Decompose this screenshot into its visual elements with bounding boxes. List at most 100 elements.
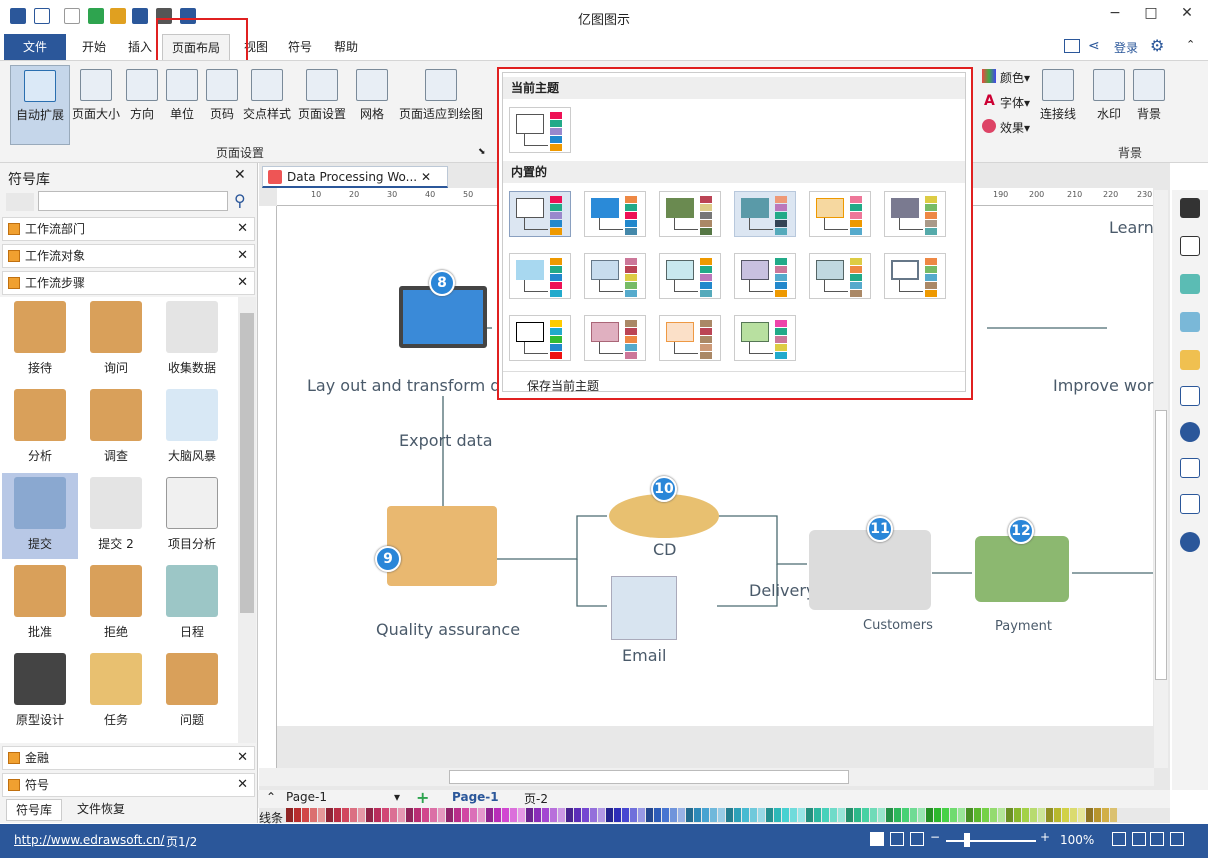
network-icon[interactable]: ⋖: [1088, 38, 1100, 54]
palette-swatch[interactable]: [1054, 808, 1061, 822]
label-delivery[interactable]: Delivery: [749, 581, 816, 600]
normal-view-icon[interactable]: [870, 832, 884, 846]
palette-swatch[interactable]: [1086, 808, 1093, 822]
theme-builtin-4[interactable]: [734, 191, 796, 237]
palette-swatch[interactable]: [1038, 808, 1045, 822]
palette-swatch[interactable]: [790, 808, 797, 822]
symbol-collect-data[interactable]: 收集数据: [154, 297, 230, 383]
palette-swatch[interactable]: [430, 808, 437, 822]
palette-swatch[interactable]: [638, 808, 645, 822]
palette-swatch[interactable]: [886, 808, 893, 822]
page-tab-1[interactable]: Page-1: [452, 790, 499, 804]
symbol-task[interactable]: 任务: [78, 649, 154, 735]
page-number-button[interactable]: 页码: [204, 65, 240, 145]
theme-builtin-8[interactable]: [584, 253, 646, 299]
palette-swatch[interactable]: [902, 808, 909, 822]
category-workflow-object[interactable]: 工作流对象✕: [2, 244, 255, 268]
undo-icon[interactable]: [34, 8, 50, 24]
unit-button[interactable]: 单位: [164, 65, 200, 145]
palette-swatch[interactable]: [414, 808, 421, 822]
symbol-submit-2[interactable]: 提交 2: [78, 473, 154, 559]
palette-swatch[interactable]: [774, 808, 781, 822]
line-format-icon[interactable]: [1180, 236, 1200, 256]
palette-swatch[interactable]: [662, 808, 669, 822]
website-link[interactable]: http://www.edrawsoft.cn/: [14, 833, 165, 847]
symbol-reception[interactable]: 接待: [2, 297, 78, 383]
palette-swatch[interactable]: [910, 808, 917, 822]
category-workflow-steps[interactable]: 工作流步骤✕: [2, 271, 255, 295]
grid-button[interactable]: 网格: [354, 65, 390, 145]
fit-width-icon[interactable]: [1132, 832, 1146, 846]
palette-swatch[interactable]: [502, 808, 509, 822]
palette-swatch[interactable]: [566, 808, 573, 822]
symbol-question[interactable]: 问题: [154, 649, 230, 735]
palette-swatch[interactable]: [766, 808, 773, 822]
minimize-button[interactable]: −: [1109, 5, 1121, 21]
symbol-inquiry[interactable]: 询问: [78, 297, 154, 383]
zoom-slider[interactable]: [946, 840, 1036, 842]
palette-swatch[interactable]: [750, 808, 757, 822]
label-email[interactable]: Email: [622, 646, 667, 665]
tab-file[interactable]: 文件: [4, 34, 66, 60]
collapse-ribbon-icon[interactable]: ⌃: [1186, 38, 1196, 51]
palette-swatch[interactable]: [654, 808, 661, 822]
close-category-icon[interactable]: ✕: [237, 777, 248, 792]
layers-icon[interactable]: [1180, 350, 1200, 370]
palette-swatch[interactable]: [366, 808, 373, 822]
palette-swatch[interactable]: [1014, 808, 1021, 822]
palette-swatch[interactable]: [422, 808, 429, 822]
palette-swatch[interactable]: [318, 808, 325, 822]
palette-swatch[interactable]: [678, 808, 685, 822]
print-icon[interactable]: [156, 8, 172, 24]
outline-view-icon[interactable]: [890, 832, 904, 846]
customers-icon[interactable]: [809, 530, 931, 610]
document-tab[interactable]: Data Processing Wo... ✕: [262, 166, 448, 188]
palette-swatch[interactable]: [286, 808, 293, 822]
symbol-search-input[interactable]: [38, 191, 228, 211]
palette-swatch[interactable]: [926, 808, 933, 822]
grid-view-icon[interactable]: [1170, 832, 1184, 846]
palette-swatch[interactable]: [342, 808, 349, 822]
vertical-scrollbar[interactable]: [1154, 190, 1168, 768]
palette-swatch[interactable]: [1110, 808, 1117, 822]
tab-home[interactable]: 开始: [81, 40, 106, 54]
palette-swatch[interactable]: [686, 808, 693, 822]
palette-swatch[interactable]: [494, 808, 501, 822]
fullscreen-view-icon[interactable]: [910, 832, 924, 846]
theme-builtin-9[interactable]: [659, 253, 721, 299]
palette-swatch[interactable]: [822, 808, 829, 822]
save-icon[interactable]: [132, 8, 148, 24]
palette-swatch[interactable]: [526, 808, 533, 822]
close-document-icon[interactable]: ✕: [421, 170, 432, 184]
palette-swatch[interactable]: [446, 808, 453, 822]
zoom-slider-handle[interactable]: [964, 833, 970, 847]
theme-builtin-7[interactable]: [509, 253, 571, 299]
login-link[interactable]: 登录: [1114, 41, 1139, 55]
tab-view[interactable]: 视图: [243, 40, 268, 54]
palette-swatch[interactable]: [702, 808, 709, 822]
symbol-reject[interactable]: 拒绝: [78, 561, 154, 647]
theme-builtin-16[interactable]: [734, 315, 796, 361]
close-category-icon[interactable]: ✕: [237, 248, 248, 263]
palette-swatch[interactable]: [734, 808, 741, 822]
symbol-analysis[interactable]: 分析: [2, 385, 78, 471]
palette-swatch[interactable]: [374, 808, 381, 822]
palette-swatch[interactable]: [606, 808, 613, 822]
add-page-icon[interactable]: +: [416, 788, 430, 807]
palette-swatch[interactable]: [1102, 808, 1109, 822]
palette-swatch[interactable]: [894, 808, 901, 822]
page-properties-icon[interactable]: [1180, 386, 1200, 406]
hyperlink-icon[interactable]: [1180, 422, 1200, 442]
theme-builtin-13[interactable]: [509, 315, 571, 361]
horizontal-scrollbar[interactable]: [259, 768, 1154, 786]
close-category-icon[interactable]: ✕: [237, 275, 248, 290]
palette-swatch[interactable]: [814, 808, 821, 822]
image-icon[interactable]: [1180, 312, 1200, 332]
palette-swatch[interactable]: [1030, 808, 1037, 822]
palette-swatch[interactable]: [574, 808, 581, 822]
quality-assurance-icon[interactable]: [387, 506, 497, 586]
tab-insert[interactable]: 插入: [127, 40, 152, 54]
palette-swatch[interactable]: [438, 808, 445, 822]
palette-swatch[interactable]: [614, 808, 621, 822]
palette-swatch[interactable]: [878, 808, 885, 822]
